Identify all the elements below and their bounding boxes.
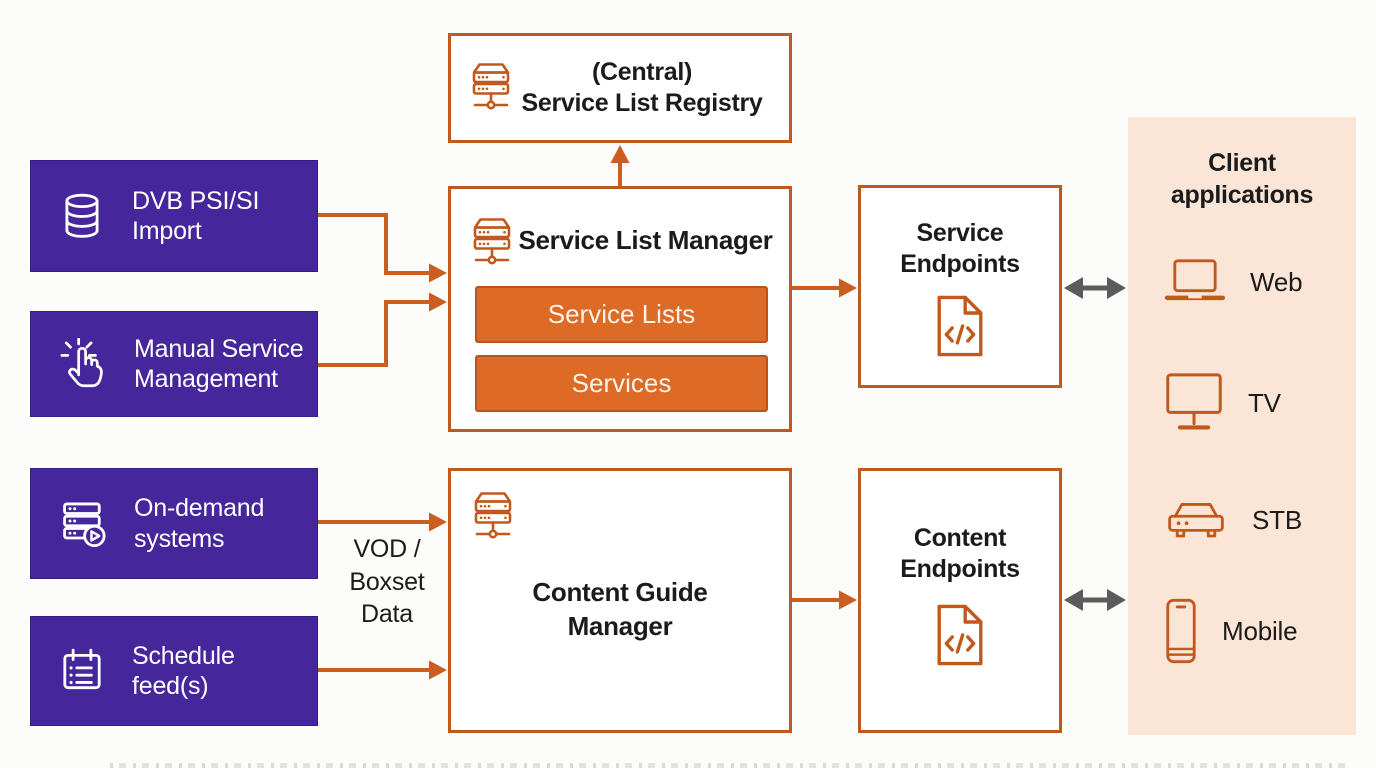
client-applications-panel: Client applications Web — [1128, 117, 1356, 735]
source-label: On-demand systems — [134, 494, 265, 553]
tv-icon — [1164, 370, 1224, 436]
source-label: DVB PSI/SI Import — [132, 186, 260, 246]
client-row-tv: TV — [1128, 367, 1356, 439]
client-label: Web — [1250, 266, 1303, 297]
slm-label: Service List Manager — [518, 224, 773, 255]
content-endpoints-box: Content Endpoints — [858, 468, 1062, 733]
central-service-list-registry-box: (Central) Service List Registry — [448, 33, 792, 143]
schedule-feeds-box: Schedule feed(s) — [30, 616, 318, 726]
server-icon — [469, 489, 517, 539]
laptop-icon — [1164, 257, 1226, 307]
service-lists-item: Service Lists — [475, 286, 768, 343]
hand-click-icon — [57, 338, 109, 390]
service-endpoints-box: Service Endpoints — [858, 185, 1062, 388]
arrow-dvb-to-slm — [318, 213, 430, 275]
code-file-icon — [934, 292, 986, 360]
service-endpoints-label: Service Endpoints — [900, 219, 1020, 278]
client-label: STB — [1252, 504, 1302, 535]
content-endpoints-label: Content Endpoints — [900, 524, 1020, 583]
stb-icon — [1164, 497, 1228, 543]
client-applications-title: Client applications — [1170, 149, 1314, 209]
services-label: Services — [571, 368, 672, 398]
client-label: Mobile — [1222, 615, 1298, 646]
arrow-manual-to-slm — [318, 300, 430, 367]
source-label: Manual Service Management — [134, 334, 304, 394]
source-label: Schedule feed(s) — [132, 641, 235, 701]
database-icon — [57, 191, 107, 241]
dvb-psi-si-import-box: DVB PSI/SI Import — [30, 160, 318, 272]
code-file-icon — [934, 601, 986, 669]
service-lists-label: Service Lists — [547, 299, 696, 329]
registry-label: (Central) Service List Registry — [521, 57, 763, 118]
cgm-label: Content Guide Manager — [532, 576, 708, 641]
cropped-text-artifact — [110, 763, 1346, 768]
calendar-icon — [57, 646, 107, 696]
client-row-web: Web — [1128, 249, 1356, 315]
server-icon — [467, 60, 515, 110]
client-row-mobile: Mobile — [1128, 589, 1356, 673]
vod-boxset-data-label: VOD / Boxset Data — [349, 535, 425, 628]
content-guide-manager-box: Content Guide Manager — [448, 468, 792, 733]
client-row-stb: STB — [1128, 489, 1356, 551]
on-demand-systems-box: On-demand systems — [30, 468, 318, 579]
manual-service-management-box: Manual Service Management — [30, 311, 318, 417]
service-list-manager-box: Service List Manager Service Lists Servi… — [448, 186, 792, 432]
client-label: TV — [1248, 387, 1281, 418]
services-item: Services — [475, 355, 768, 412]
mobile-icon — [1164, 595, 1198, 667]
media-server-icon — [57, 498, 109, 550]
server-icon — [468, 215, 516, 265]
